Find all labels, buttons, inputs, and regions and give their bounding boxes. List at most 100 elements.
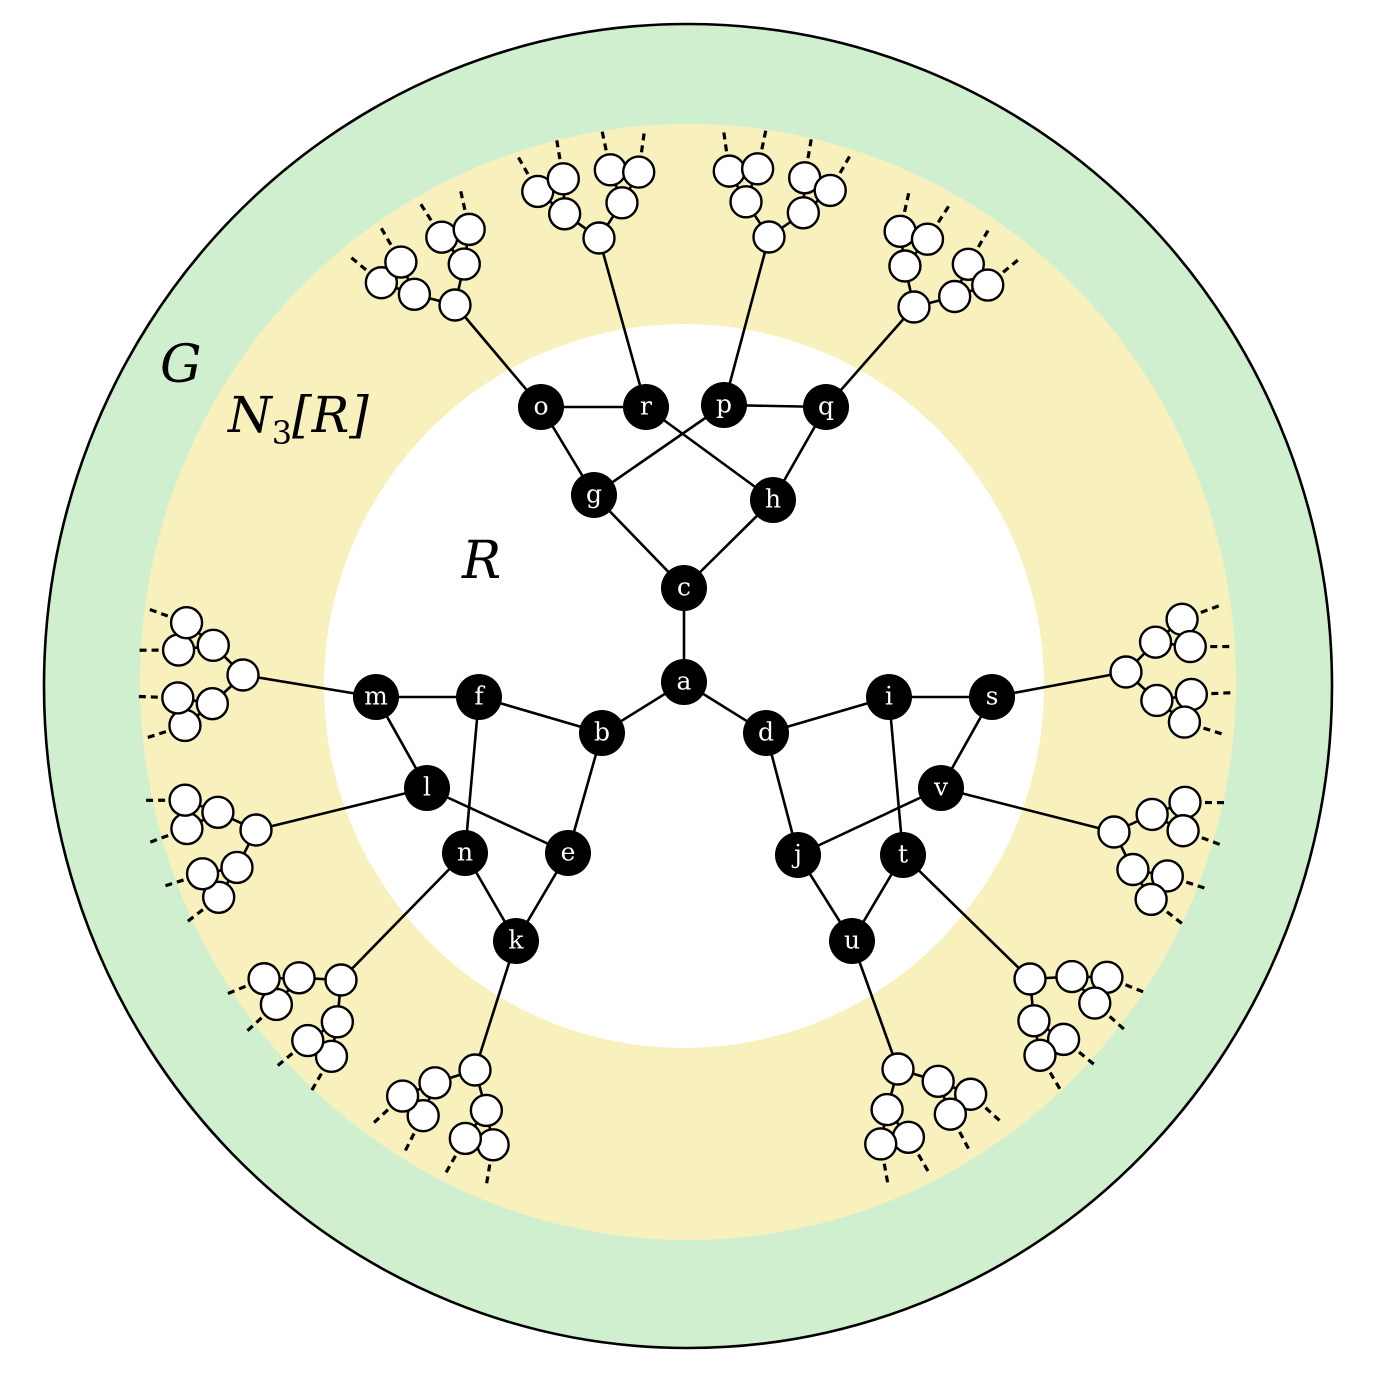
tree-root-v bbox=[1097, 815, 1131, 849]
tree-stub-s-0-0 bbox=[1200, 604, 1221, 614]
tree-root-l bbox=[239, 813, 273, 847]
core-node-label-i: i bbox=[885, 682, 893, 711]
core-edge-j-v bbox=[797, 786, 942, 857]
tree-leaf-l-1-1 bbox=[168, 783, 202, 817]
tree-stub-o-0-1 bbox=[379, 226, 393, 246]
tree-link-t bbox=[902, 854, 1031, 980]
core-node-m: m bbox=[353, 674, 399, 720]
core-node-a: a bbox=[661, 659, 707, 705]
graph-label: G bbox=[160, 335, 202, 395]
tree-leaf-s-1-1 bbox=[1167, 705, 1202, 739]
core-node-label-d: d bbox=[758, 718, 774, 747]
tree-root-t bbox=[1013, 962, 1047, 996]
core-node-r: r bbox=[623, 384, 669, 430]
core-node-v: v bbox=[918, 765, 964, 811]
tree-leaf-q-1-1 bbox=[971, 268, 1005, 302]
core-node-p: p bbox=[701, 382, 747, 428]
tree-leaf-t-1-1 bbox=[1023, 1038, 1057, 1072]
tree-node-o-1 bbox=[447, 247, 481, 281]
tree-stub-s-1-0 bbox=[1211, 691, 1232, 696]
tree-stub-n-0-1 bbox=[276, 1052, 294, 1068]
tree-stub-v-1-0 bbox=[1185, 880, 1206, 890]
tree-node-n-1 bbox=[282, 961, 316, 995]
tree-link-l bbox=[255, 786, 428, 832]
tree-node-k-1 bbox=[418, 1066, 452, 1100]
tree-link-r bbox=[597, 237, 648, 408]
tree-leaf-v-0-0 bbox=[1168, 785, 1202, 820]
core-node-label-a: a bbox=[677, 667, 692, 696]
core-node-circle-j bbox=[775, 832, 821, 878]
tree-stub-u-1-1 bbox=[882, 1163, 890, 1184]
core-node-label-l: l bbox=[423, 773, 431, 802]
tree-leaf-u-1-0 bbox=[891, 1120, 926, 1155]
tree-stub-k-1-1 bbox=[372, 1108, 390, 1125]
core-node-circle-t bbox=[880, 832, 926, 878]
core-node-label-h: h bbox=[765, 485, 781, 514]
tree-stub-v-1-1 bbox=[1165, 910, 1184, 926]
tree-leaf-q-0-1 bbox=[910, 222, 945, 256]
tree-leaf-p-1-1 bbox=[813, 173, 847, 208]
core-node-label-g: g bbox=[586, 480, 602, 509]
core-node-n: n bbox=[442, 830, 488, 876]
core-node-label-e: e bbox=[561, 838, 576, 867]
core-node-label-u: u bbox=[844, 926, 860, 955]
neighborhood-label-base: N bbox=[227, 386, 274, 444]
core-node-label-p: p bbox=[716, 390, 732, 419]
core-node-c: c bbox=[661, 565, 707, 611]
tree-leaf-m-0-0 bbox=[168, 708, 202, 743]
tree-stub-p-0-1 bbox=[760, 129, 768, 150]
tree-leaf-o-0-0 bbox=[364, 266, 399, 300]
tree-root-m bbox=[226, 658, 260, 692]
tree-stub-l-1-0 bbox=[148, 833, 169, 844]
tree-leaf-o-0-1 bbox=[384, 245, 418, 279]
core-node-label-m: m bbox=[364, 682, 388, 711]
tree-stub-m-0-1 bbox=[137, 694, 158, 699]
tree-leaf-m-1-0 bbox=[161, 633, 196, 667]
tree-leaf-p-0-1 bbox=[740, 152, 775, 186]
core-node-circle-c bbox=[661, 565, 707, 611]
tree-stub-u-0-1 bbox=[958, 1131, 971, 1151]
tree-leaf-u-0-1 bbox=[933, 1097, 968, 1131]
core-node-circle-q bbox=[803, 384, 849, 430]
tree-root-n bbox=[324, 963, 358, 997]
tree-root-u bbox=[881, 1052, 915, 1086]
tree-node-u-1 bbox=[870, 1092, 904, 1127]
tree-node-n-0 bbox=[320, 1005, 355, 1039]
core-node-label-f: f bbox=[474, 682, 485, 711]
tree-leaf-n-0-1 bbox=[291, 1023, 325, 1058]
tree-leaf-l-1-0 bbox=[170, 811, 204, 846]
tree-link-v bbox=[940, 786, 1115, 834]
tree-leaf-o-1-1 bbox=[452, 212, 486, 247]
tree-stub-l-0-1 bbox=[164, 878, 185, 888]
core-edge-f-n bbox=[463, 696, 481, 854]
tree-leaf-k-0-0 bbox=[476, 1128, 510, 1162]
core-node-label-n: n bbox=[457, 838, 473, 867]
tree-root-r bbox=[582, 221, 616, 255]
tree-stub-p-0-0 bbox=[722, 131, 729, 152]
core-node-circle-p bbox=[701, 382, 747, 428]
tree-leaf-t-1-0 bbox=[1046, 1022, 1081, 1057]
tree-stub-r-1-1 bbox=[639, 132, 646, 153]
core-node-label-k: k bbox=[508, 926, 524, 955]
core-node-circle-s bbox=[969, 674, 1015, 720]
tree-node-u-0 bbox=[921, 1064, 955, 1099]
core-node-circle-f bbox=[456, 674, 502, 720]
core-edge-h-r bbox=[645, 405, 774, 502]
core-node-label-t: t bbox=[898, 840, 908, 869]
tree-root-s bbox=[1109, 655, 1143, 689]
tree-root-p bbox=[752, 220, 786, 254]
core-node-d: d bbox=[743, 710, 789, 756]
tree-leaf-v-0-1 bbox=[1166, 814, 1200, 848]
tree-stub-u-0-0 bbox=[984, 1106, 1002, 1123]
core-node-o: o bbox=[518, 384, 564, 430]
tree-stub-t-0-0 bbox=[1124, 983, 1145, 994]
tree-node-k-0 bbox=[469, 1093, 504, 1128]
tree-leaf-u-1-1 bbox=[864, 1127, 898, 1161]
core-node-circle-o bbox=[518, 384, 564, 430]
core-node-u: u bbox=[829, 918, 875, 964]
core-edge-i-t bbox=[887, 696, 905, 856]
tree-leaf-q-1-0 bbox=[951, 247, 985, 281]
tree-stub-s-1-1 bbox=[1202, 726, 1224, 736]
tree-stub-p-1-1 bbox=[838, 154, 852, 174]
tree-stub-t-1-0 bbox=[1078, 1050, 1096, 1067]
